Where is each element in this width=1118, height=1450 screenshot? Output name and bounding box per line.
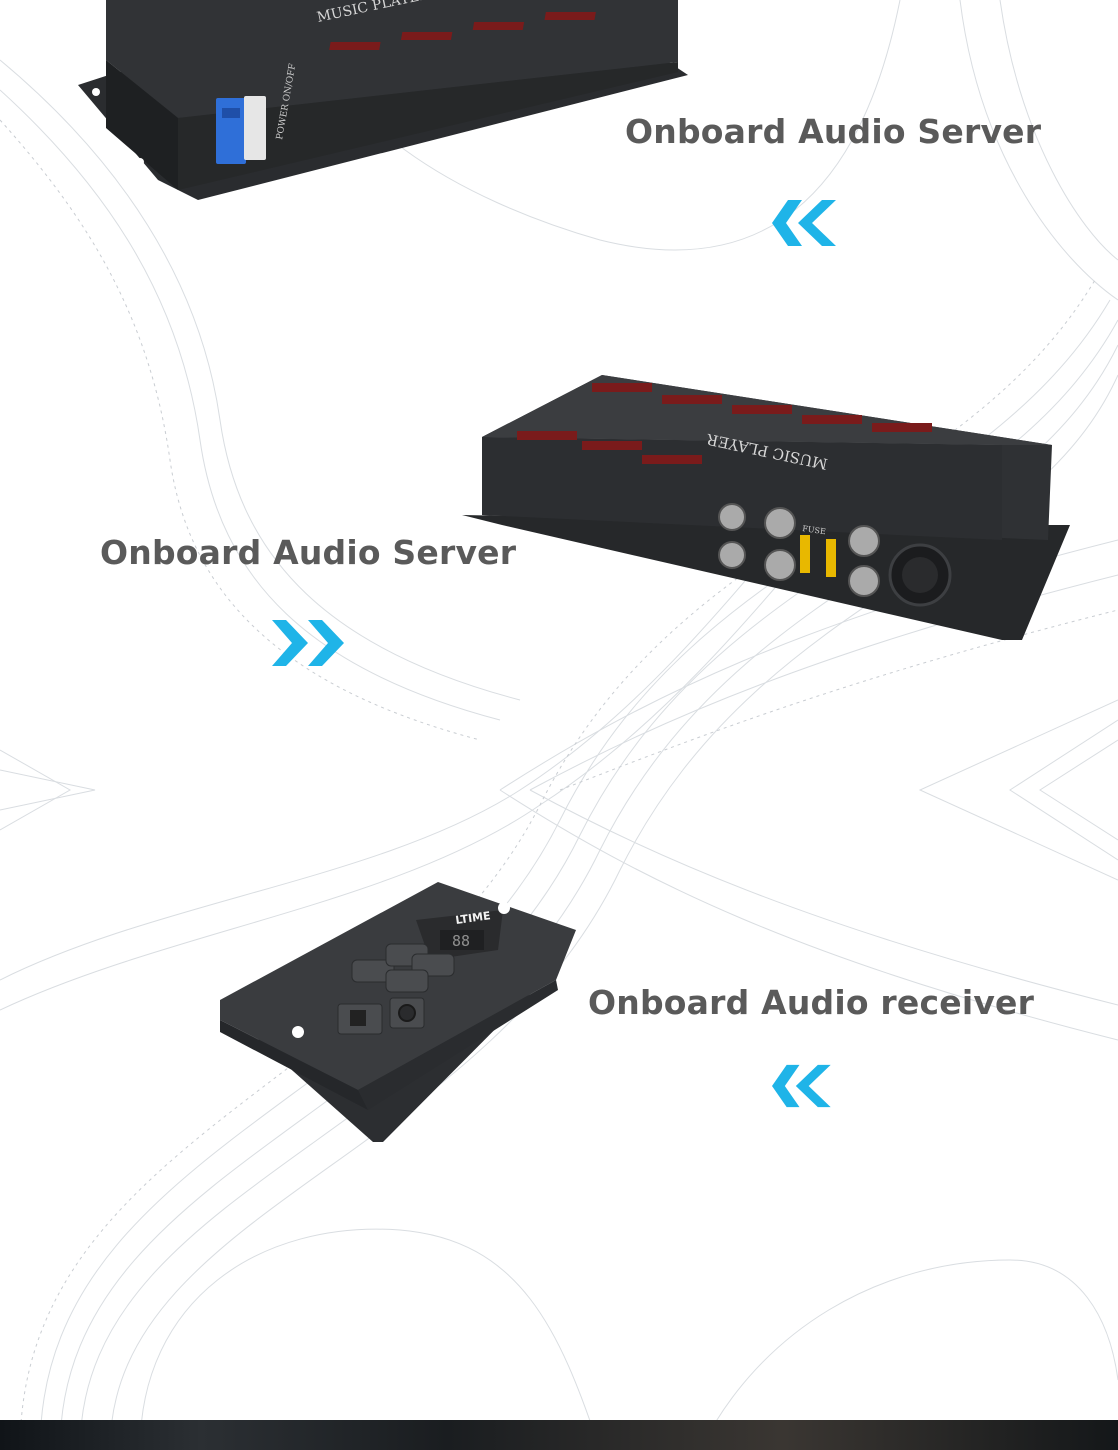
double-chevron-left-icon bbox=[772, 1064, 831, 1108]
audio-server-top-image: POWER ON/OFF MUSIC PLAYER bbox=[78, 0, 688, 200]
audio-server-middle-image: MUSIC PLAYER FUSE bbox=[462, 375, 1070, 640]
caption-onboard-audio-server-2: Onboard Audio Server bbox=[100, 533, 517, 572]
middle-server-fuse-label: FUSE bbox=[802, 524, 827, 536]
receiver-brand-label: LTIME bbox=[455, 909, 492, 927]
double-chevron-right-icon bbox=[272, 620, 344, 666]
bottom-dark-banner bbox=[0, 1420, 1118, 1450]
receiver-display-text: 88 bbox=[452, 932, 470, 950]
caption-onboard-audio-server-1: Onboard Audio Server bbox=[625, 112, 1042, 151]
audio-receiver-image: 88 LTIME bbox=[220, 882, 576, 1142]
caption-onboard-audio-receiver: Onboard Audio receiver bbox=[588, 983, 1035, 1022]
double-chevron-left-icon bbox=[772, 200, 836, 246]
